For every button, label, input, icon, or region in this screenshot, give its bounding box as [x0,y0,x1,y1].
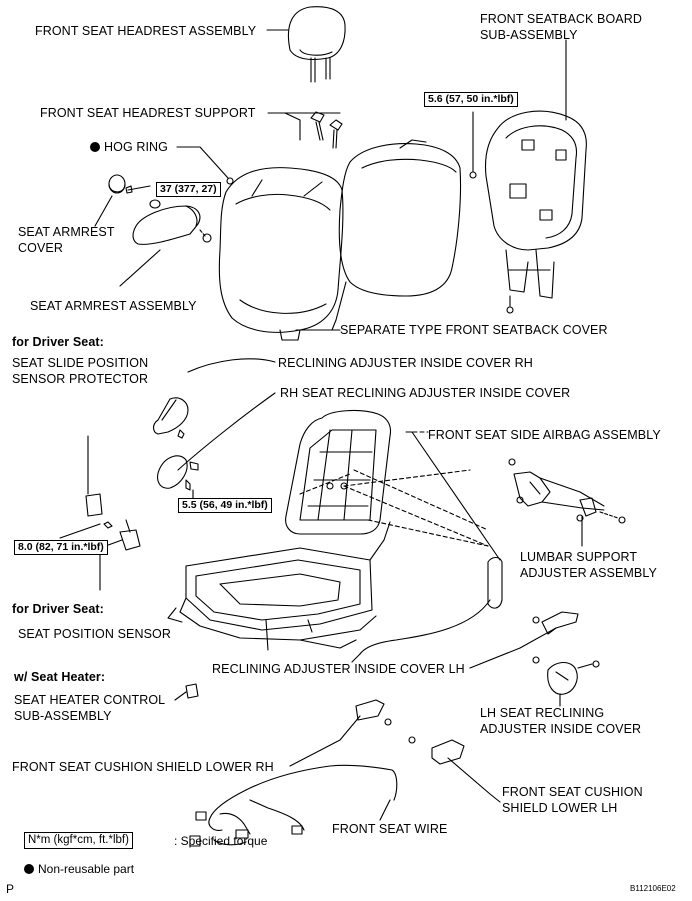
label-armrest-cover-line2: COVER [18,241,63,255]
label-armrest-cover-line1: SEAT ARMREST [18,225,115,239]
seatback-board-part [469,39,587,314]
slide-sensor-protector [59,435,113,539]
legend-torque-unit: N*m (kgf*cm, ft.*lbf) [24,832,133,849]
label-heater-control-line1: SEAT HEATER CONTROL [14,693,166,707]
label-headrest-assembly: FRONT SEAT HEADREST ASSEMBLY [35,24,257,38]
nonreusable-legend-icon [24,864,34,874]
label-seatback-board-line2: SUB-ASSEMBLY [480,28,578,42]
legend-nonreusable-text: Non-reusable part [38,862,135,876]
torque-spec-sensor: 8.0 (82, 71 in.*lbf) [14,540,108,555]
corner-label: P [6,882,15,896]
armrest-cover-part [94,174,161,227]
headrest-part [266,6,346,83]
seat-wire-part [189,764,398,847]
label-for-driver-seat-1: for Driver Seat: [12,335,104,349]
label-seat-position-sensor: SEAT POSITION SENSOR [18,627,171,641]
label-shield-lh-line2: SHIELD LOWER LH [502,801,618,815]
lumbar-support-part [508,458,626,547]
lh-recl-cover-part [532,656,600,707]
label-seatback-board-line1: FRONT SEATBACK BOARD [480,12,642,26]
label-slide-sensor-line1: SEAT SLIDE POSITION [12,356,149,370]
legend-nonreusable: Non-reusable part [24,862,134,876]
label-side-airbag: FRONT SEAT SIDE AIRBAG ASSEMBLY [428,428,661,442]
seat-frame-part [167,409,392,651]
shield-rh-part [289,699,392,767]
recl-cover-rh-part [152,358,276,501]
torque-spec-frame: 5.5 (56, 49 in.*lbf) [178,498,272,513]
heater-control-part [174,683,199,701]
side-airbag-part [351,431,503,663]
label-lumbar-line1: LUMBAR SUPPORT [520,550,638,564]
label-recl-cover-rh: RECLINING ADJUSTER INSIDE COVER RH [278,356,533,370]
seat-position-sensor-part [99,519,141,591]
headrest-support-part [267,111,343,149]
recl-cover-lh-part [469,611,579,669]
label-with-seat-heater: w/ Seat Heater: [14,670,106,684]
label-lh-recl-cover-line1: LH SEAT RECLINING [480,706,605,720]
label-heater-control-line2: SUB-ASSEMBLY [14,709,112,723]
label-for-driver-seat-2: for Driver Seat: [12,602,104,616]
label-lh-recl-cover-line2: ADJUSTER INSIDE COVER [480,722,642,736]
label-shield-rh: FRONT SEAT CUSHION SHIELD LOWER RH [12,760,274,774]
label-rh-recl-cover: RH SEAT RECLINING ADJUSTER INSIDE COVER [280,386,571,400]
dashed-leaders [299,431,489,547]
figure-id: B112106E02 [630,884,676,893]
shield-lh-part [408,736,501,803]
seatback-cover-front [218,167,344,341]
label-armrest-assembly: SEAT ARMREST ASSEMBLY [30,299,197,313]
torque-spec-seatback-board: 5.6 (57, 50 in.*lbf) [424,92,518,107]
label-seat-wire: FRONT SEAT WIRE [332,822,448,836]
label-hog-ring-text: HOG RING [104,140,168,154]
label-slide-sensor-line2: SENSOR PROTECTOR [12,372,149,386]
armrest-part [119,205,212,287]
label-separate-cover: SEPARATE TYPE FRONT SEATBACK COVER [340,323,608,337]
label-hog-ring: HOG RING [90,140,168,155]
nonreusable-icon [90,142,100,152]
label-lumbar-line2: ADJUSTER ASSEMBLY [520,566,657,580]
label-headrest-support: FRONT SEAT HEADREST SUPPORT [40,106,256,120]
label-shield-lh-line1: FRONT SEAT CUSHION [502,785,643,799]
seatback-cover-rear [331,139,462,331]
torque-spec-armrest: 37 (377, 27) [156,182,221,197]
legend-torque-text: : Specified torque [174,834,268,848]
label-recl-cover-lh: RECLINING ADJUSTER INSIDE COVER LH [212,662,465,676]
